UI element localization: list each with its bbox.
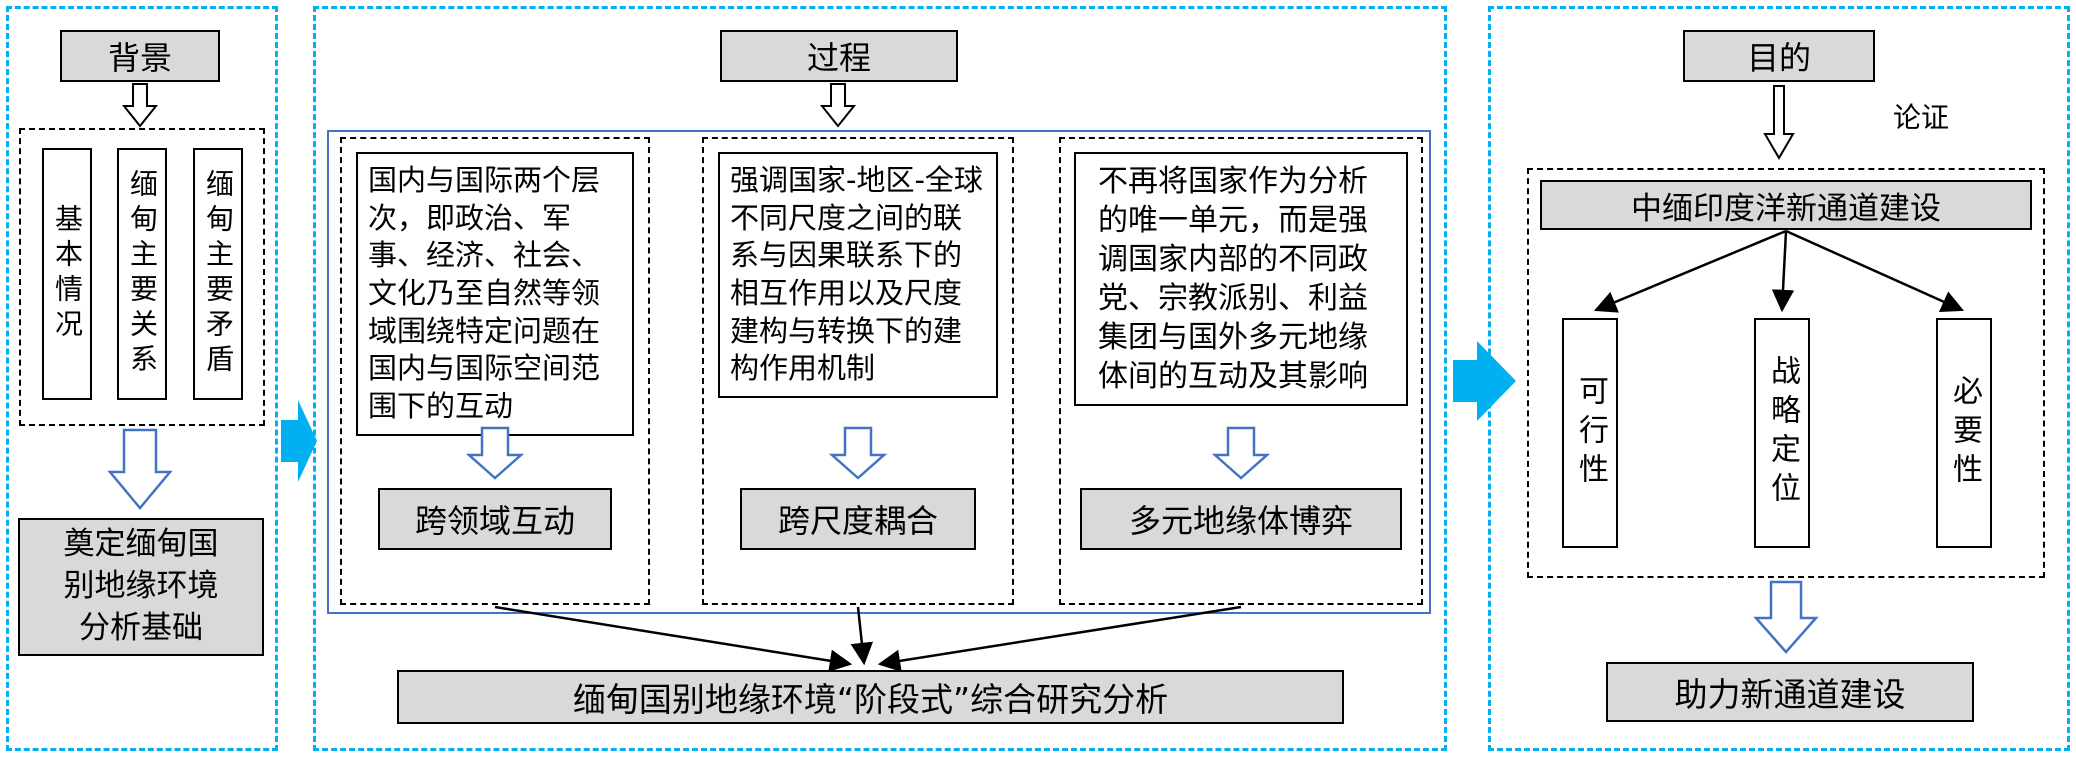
demonstration-annotation: 论证 xyxy=(1893,101,1950,134)
purpose-title-box: 中缅印度洋新通道建设 xyxy=(1540,180,2032,230)
factor-label: 战略定位 xyxy=(1765,355,1800,511)
column-label: 缅甸主要矛盾 xyxy=(202,169,235,379)
factor-label: 必要性 xyxy=(1947,374,1982,492)
factor-feasibility: 可行性 xyxy=(1562,318,1618,548)
process-block-label: 跨尺度耦合 xyxy=(740,488,976,550)
flow-right-arrow-icon xyxy=(281,400,317,482)
column-label: 缅甸主要关系 xyxy=(126,169,159,379)
column-label: 基本情况 xyxy=(51,204,84,344)
process-block-text: 不再将国家作为分析的唯一单元，而是强调国家内部的不同政党、宗教派别、利益集团与国… xyxy=(1074,152,1408,406)
process-block-multi-geobody xyxy=(1059,137,1423,605)
background-panel xyxy=(6,6,278,751)
process-block-cross-scale xyxy=(702,137,1014,605)
process-block-label: 多元地缘体博弈 xyxy=(1080,488,1402,550)
factor-necessity: 必要性 xyxy=(1936,318,1992,548)
process-group-frame xyxy=(327,130,1431,614)
purpose-header: 目的 xyxy=(1683,30,1875,82)
process-block-text: 国内与国际两个层次，即政治、军事、经济、社会、文化乃至自然等领域围绕特定问题在国… xyxy=(356,152,634,436)
purpose-result-box: 助力新通道建设 xyxy=(1606,662,1974,722)
process-header: 过程 xyxy=(720,30,958,82)
factor-strategic-positioning: 战略定位 xyxy=(1754,318,1810,548)
column-basic-situation: 基本情况 xyxy=(42,148,92,400)
process-block-label: 跨领域互动 xyxy=(378,488,612,550)
background-items-group xyxy=(19,128,265,426)
purpose-group xyxy=(1527,168,2045,578)
background-header: 背景 xyxy=(60,30,220,82)
process-panel xyxy=(313,6,1447,751)
process-block-cross-domain xyxy=(340,137,650,605)
process-result-bar: 缅甸国别地缘环境“阶段式”综合研究分析 xyxy=(397,670,1344,724)
background-result-box: 奠定缅甸国别地缘环境分析基础 xyxy=(18,518,264,656)
process-block-text: 强调国家-地区-全球不同尺度之间的联系与因果联系下的相互作用以及尺度建构与转换下… xyxy=(718,152,998,399)
factor-label: 可行性 xyxy=(1573,374,1608,492)
column-myanmar-main-contradictions: 缅甸主要矛盾 xyxy=(193,148,243,400)
column-myanmar-main-relations: 缅甸主要关系 xyxy=(117,148,167,400)
